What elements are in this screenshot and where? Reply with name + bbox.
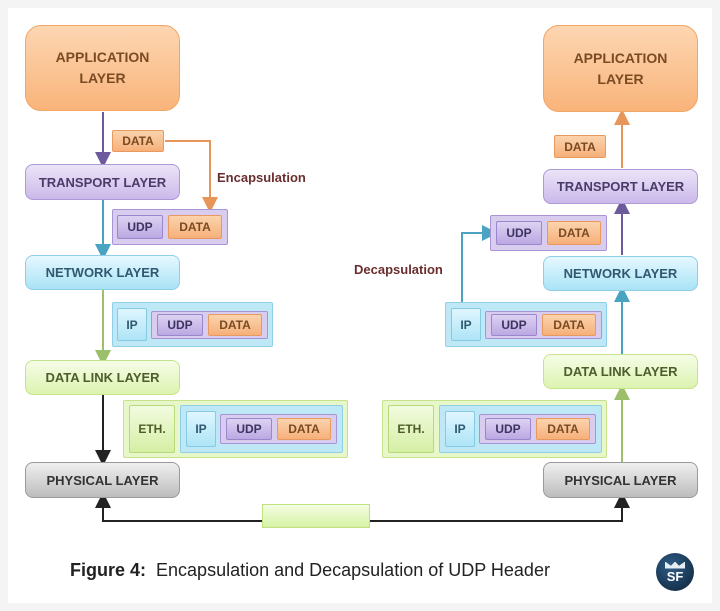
left-frame-ip: IP	[186, 411, 216, 447]
right-frame-ip: IP	[445, 411, 475, 447]
right-pkt-ip: IP	[451, 308, 481, 341]
left-frame-udp: UDP	[226, 418, 272, 440]
left-pkt-udp: UDP	[157, 314, 203, 336]
left-seg-data: DATA	[168, 215, 222, 239]
right-application-layer: APPLICATION LAYER	[543, 25, 698, 112]
left-datalink-layer: DATA LINK LAYER	[25, 360, 180, 395]
right-pkt-udp: UDP	[491, 314, 537, 336]
left-frame-data: DATA	[277, 418, 331, 440]
right-physical-layer: PHYSICAL LAYER	[543, 462, 698, 498]
right-data-chip: DATA	[554, 135, 606, 158]
right-seg-data: DATA	[547, 221, 601, 245]
right-network-layer: NETWORK LAYER	[543, 256, 698, 291]
right-datalink-layer: DATA LINK LAYER	[543, 354, 698, 389]
left-transport-layer: TRANSPORT LAYER	[25, 164, 180, 200]
right-transport-layer: TRANSPORT LAYER	[543, 169, 698, 204]
right-seg-udp: UDP	[496, 221, 542, 245]
encapsulation-label: Encapsulation	[217, 170, 306, 185]
crown-icon	[665, 561, 685, 569]
right-frame-eth: ETH.	[388, 405, 434, 453]
sf-logo: SF	[656, 553, 694, 591]
left-pkt-data: DATA	[208, 314, 262, 336]
decapsulation-label: Decapsulation	[354, 262, 443, 277]
right-frame-udp: UDP	[485, 418, 531, 440]
left-physical-layer: PHYSICAL LAYER	[25, 462, 180, 498]
figure-caption: Figure 4: Encapsulation and Decapsulatio…	[70, 560, 550, 581]
right-pkt-data: DATA	[542, 314, 596, 336]
left-network-layer: NETWORK LAYER	[25, 255, 180, 290]
left-application-layer: APPLICATION LAYER	[25, 25, 180, 111]
physical-link-line-right	[370, 492, 630, 522]
transmission-medium	[262, 504, 370, 528]
caption-text: Encapsulation and Decapsulation of UDP H…	[156, 560, 550, 580]
physical-link-line	[102, 498, 262, 522]
left-seg-udp: UDP	[117, 215, 163, 239]
left-data-chip: DATA	[112, 130, 164, 152]
decapsulation-arrow	[461, 225, 498, 302]
encapsulation-arrow	[165, 140, 218, 213]
left-pkt-ip: IP	[117, 308, 147, 341]
right-frame-data: DATA	[536, 418, 590, 440]
caption-figure-number: Figure 4:	[70, 560, 147, 580]
left-frame-eth: ETH.	[129, 405, 175, 453]
logo-text: SF	[666, 568, 684, 584]
